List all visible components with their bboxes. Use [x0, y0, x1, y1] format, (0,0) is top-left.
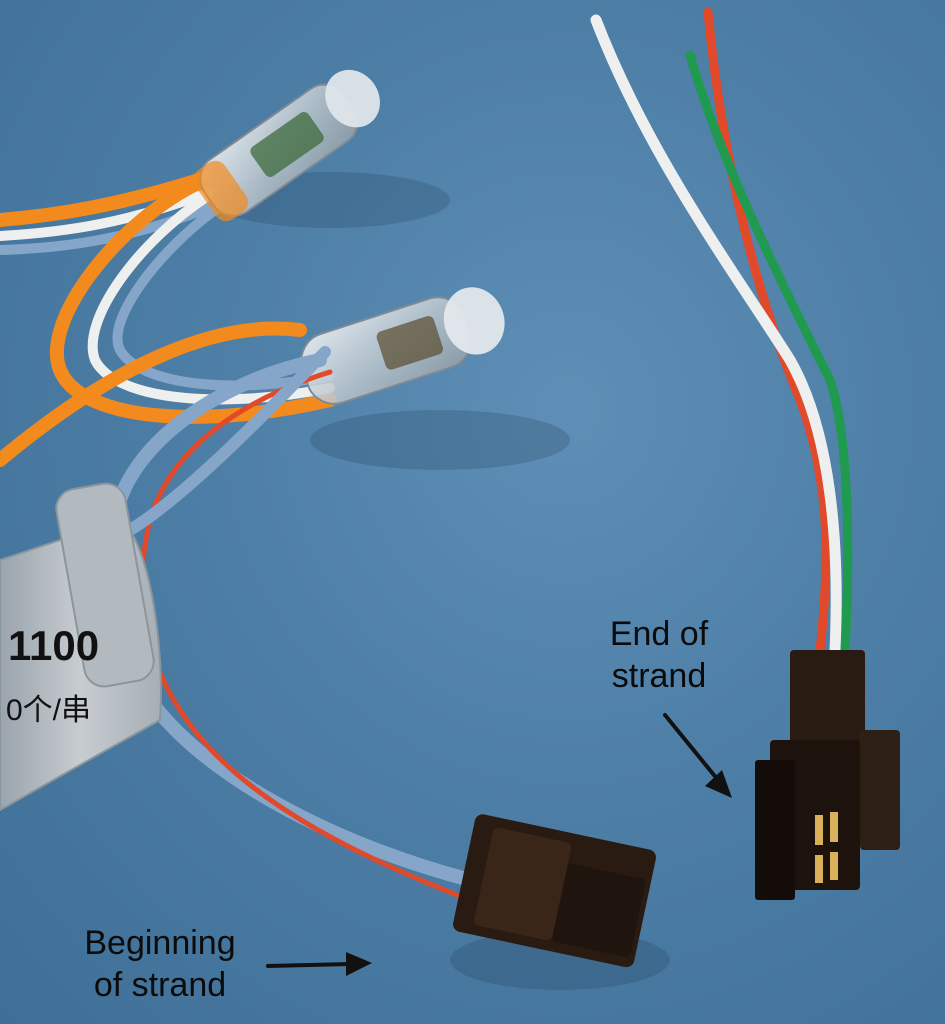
end-strand-wires: [590, 7, 853, 656]
begin-label-line1: Beginning: [84, 924, 236, 962]
end-arrow: [663, 713, 732, 798]
product-tag: [0, 482, 162, 812]
lower-led-pixel: [300, 287, 505, 405]
end-connector: [755, 650, 900, 900]
end-label-line2: strand: [611, 657, 707, 695]
begin-label-line2: of strand: [93, 966, 227, 1004]
lower-left-wires: [0, 321, 307, 467]
upper-led-pixel: [193, 69, 380, 222]
beginning-of-strand-label: Beginning of strand: [64, 922, 256, 1006]
end-of-strand-label: End of strand: [590, 613, 728, 697]
tag-text-line1: 1100: [8, 622, 99, 669]
tag-text-line2: 0个/串: [6, 694, 91, 727]
upper-pixel-wires: [0, 171, 337, 424]
beginning-connector: [453, 814, 656, 968]
end-label-line1: End of: [609, 615, 709, 653]
beginning-arrow: [266, 952, 372, 976]
